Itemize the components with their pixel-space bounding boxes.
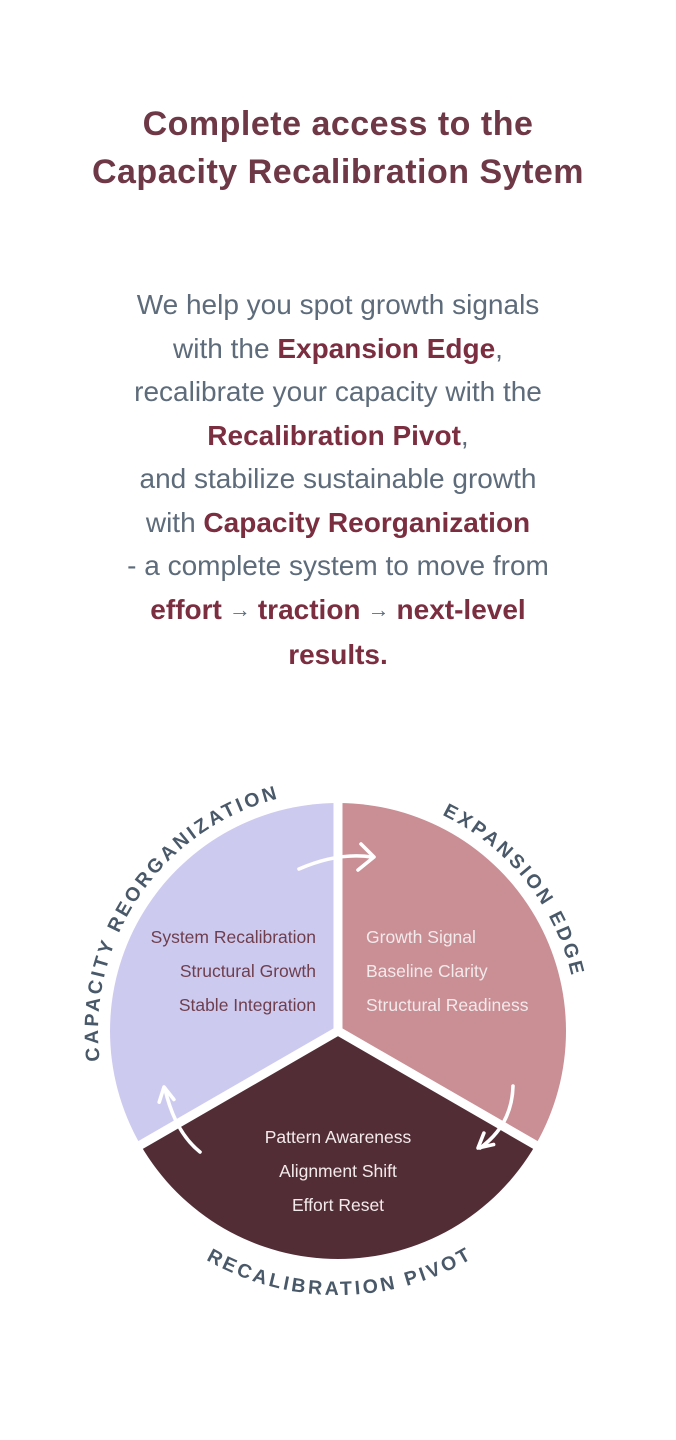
intro-line: - a complete system to move from — [127, 550, 549, 581]
expansion-edge-items: Growth Signal Baseline Clarity Structura… — [366, 920, 528, 1022]
highlight-capacity-reorganization: Capacity Reorganization — [203, 506, 531, 538]
capacity-reorganization-items: System Recalibration Structural Growth S… — [151, 920, 316, 1022]
list-item: Structural Growth — [179, 961, 316, 981]
list-item: Stable Integration — [178, 995, 316, 1015]
cycle-wheel: CAPACITY REORGANIZATION EXPANSION EDGE R… — [0, 740, 676, 1360]
list-item: Alignment Shift — [279, 1161, 397, 1181]
intro-line: We help you spot growth signals — [136, 289, 540, 320]
cycle-arrow-left-icon — [157, 1085, 202, 1154]
intro-line: with Capacity Reorganization — [145, 506, 531, 538]
cycle-arrow-right-icon — [476, 1084, 515, 1150]
list-item: Growth Signal — [366, 927, 476, 947]
intro-line: Recalibration Pivot, — [207, 419, 469, 451]
list-item: System Recalibration — [150, 927, 316, 947]
intro-line: effort→traction→next-level — [150, 593, 526, 625]
highlight-expansion-edge: Expansion Edge — [277, 332, 496, 364]
list-item: Structural Readiness — [366, 995, 529, 1015]
cycle-arrow-top-icon — [297, 842, 376, 872]
highlight-recalibration-pivot: Recalibration Pivot — [207, 419, 461, 451]
page-title-line2: Capacity Recalibration Sytem — [91, 153, 585, 191]
list-item: Effort Reset — [291, 1195, 385, 1215]
list-item: Pattern Awareness — [264, 1127, 412, 1147]
segment-dividers — [132, 796, 544, 1153]
intro-line: results. — [288, 639, 388, 670]
intro-paragraph: We help you spot growth signals with the… — [0, 283, 676, 677]
page-title: Complete access to the Capacity Recalibr… — [0, 100, 676, 196]
page-title-line1: Complete access to the — [142, 105, 534, 143]
segment-recalibration-pivot — [140, 1031, 536, 1259]
list-item: Baseline Clarity — [366, 961, 488, 981]
right-arrow-glyph: → — [228, 596, 251, 622]
intro-line: recalibrate your capacity with the — [134, 376, 542, 407]
right-arrow-glyph: → — [367, 596, 390, 622]
intro-line: with the Expansion Edge, — [173, 332, 503, 364]
recalibration-pivot-items: Pattern Awareness Alignment Shift Effort… — [0, 1120, 676, 1222]
intro-line: and stabilize sustainable growth — [139, 463, 537, 494]
cycle-wheel-svg: CAPACITY REORGANIZATION EXPANSION EDGE R… — [81, 781, 586, 1300]
